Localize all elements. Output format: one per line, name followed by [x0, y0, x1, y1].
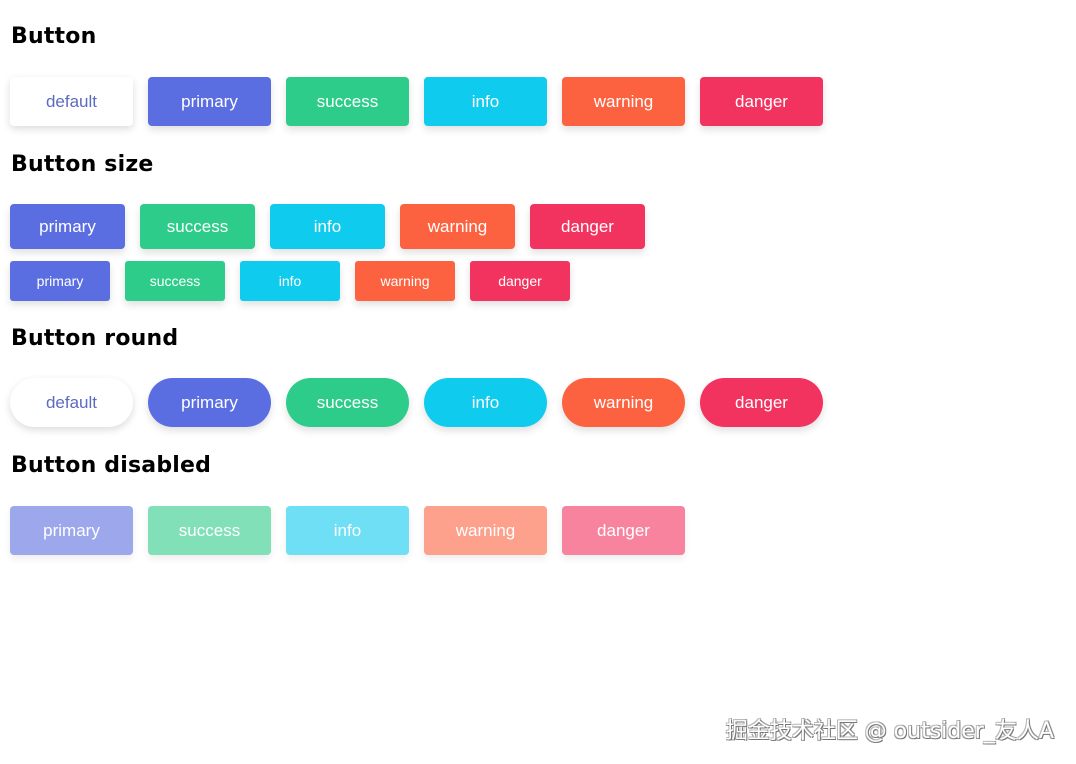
warning-disabled-button[interactable]: warning	[424, 506, 547, 555]
success-button-medium[interactable]: success	[140, 204, 255, 249]
button-row-size-medium: primary success info warning danger	[10, 204, 660, 249]
info-button-small[interactable]: info	[240, 261, 340, 301]
button-row-basic: default primary success info warning dan…	[10, 77, 838, 126]
button-row-disabled: primary success info warning danger	[10, 506, 700, 555]
danger-disabled-button[interactable]: danger	[562, 506, 685, 555]
info-button-medium[interactable]: info	[270, 204, 385, 249]
info-round-button[interactable]: info	[424, 378, 547, 427]
button-row-round: default primary success info warning dan…	[10, 378, 838, 427]
button-row-size-small: primary success info warning danger	[10, 261, 585, 301]
primary-button[interactable]: primary	[148, 77, 271, 126]
warning-button[interactable]: warning	[562, 77, 685, 126]
info-disabled-button[interactable]: info	[286, 506, 409, 555]
primary-button-medium[interactable]: primary	[10, 204, 125, 249]
watermark: 掘金技术社区 @ outsider_友人A	[725, 719, 1054, 744]
success-button-small[interactable]: success	[125, 261, 225, 301]
primary-round-button[interactable]: primary	[148, 378, 271, 427]
danger-button-small[interactable]: danger	[470, 261, 570, 301]
success-button[interactable]: success	[286, 77, 409, 126]
success-round-button[interactable]: success	[286, 378, 409, 427]
info-button[interactable]: info	[424, 77, 547, 126]
danger-button[interactable]: danger	[700, 77, 823, 126]
success-disabled-button[interactable]: success	[148, 506, 271, 555]
section-title-button-size: Button size	[11, 152, 154, 177]
section-title-button-round: Button round	[11, 326, 179, 351]
warning-round-button[interactable]: warning	[562, 378, 685, 427]
default-round-button[interactable]: default	[10, 378, 133, 427]
warning-button-medium[interactable]: warning	[400, 204, 515, 249]
primary-button-small[interactable]: primary	[10, 261, 110, 301]
section-title-button: Button	[11, 24, 97, 49]
default-button[interactable]: default	[10, 77, 133, 126]
danger-button-medium[interactable]: danger	[530, 204, 645, 249]
warning-button-small[interactable]: warning	[355, 261, 455, 301]
primary-disabled-button[interactable]: primary	[10, 506, 133, 555]
danger-round-button[interactable]: danger	[700, 378, 823, 427]
section-title-button-disabled: Button disabled	[11, 453, 212, 478]
